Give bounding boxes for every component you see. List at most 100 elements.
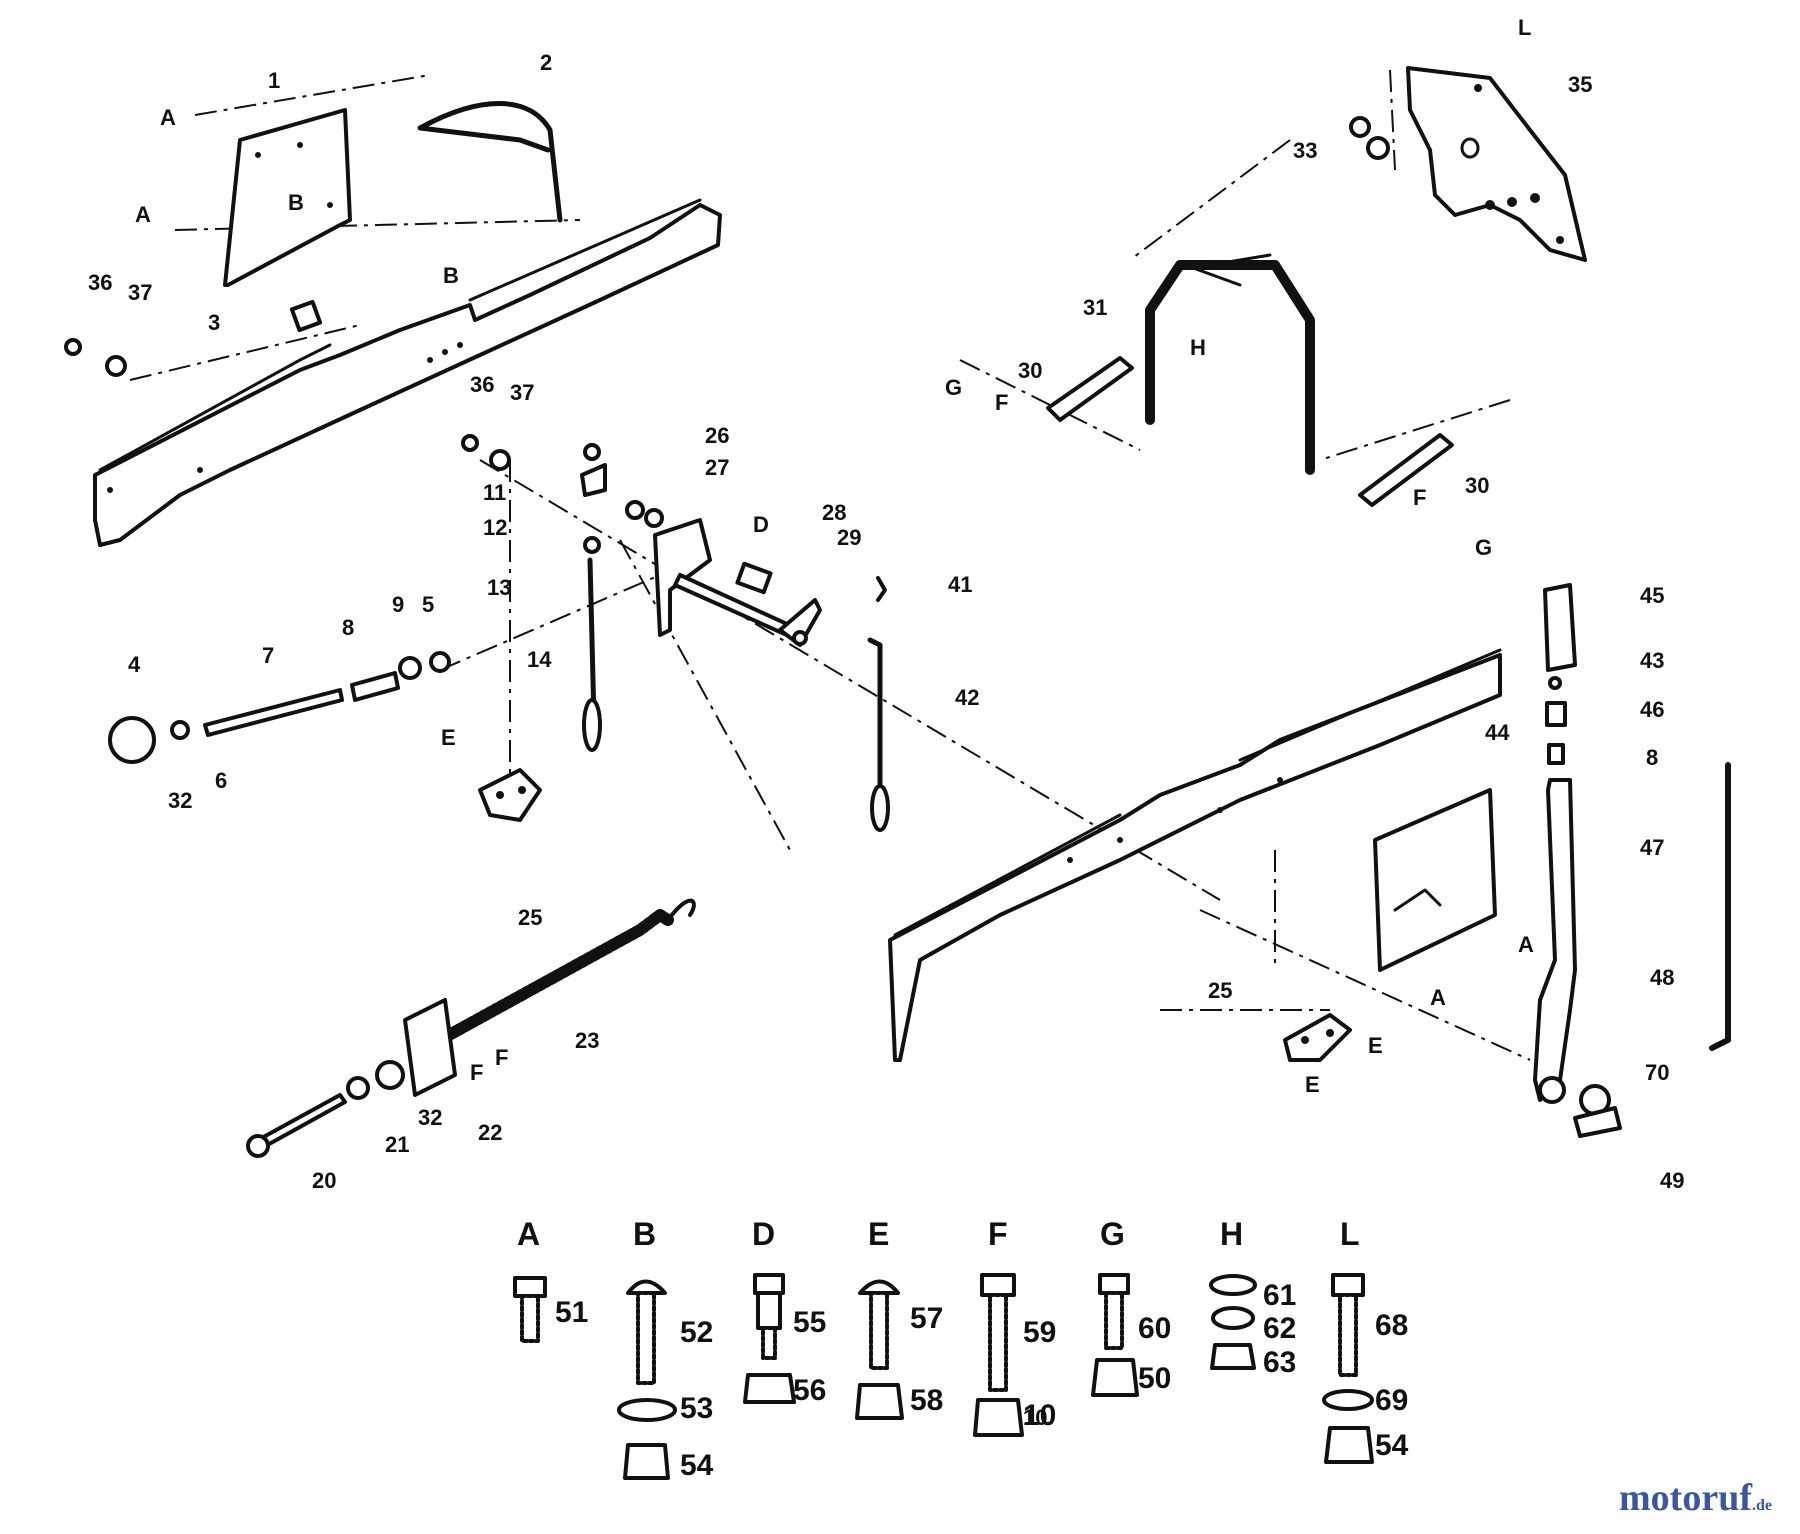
letter-e1: E [441,725,456,750]
washer-53-icon [617,1398,677,1422]
frame-rail-left [93,198,722,547]
shoulder-bolt-55-icon [753,1273,785,1360]
letter-a3: A [1518,932,1534,957]
letter-f3: F [495,1045,508,1070]
callout-37: 37 [128,280,152,305]
legend-letter-f: F [988,1216,1008,1252]
callout-6: 6 [215,768,227,793]
callout-11: 11 [483,480,506,505]
callout-36b: 36 [470,372,494,397]
callout-12: 12 [483,515,507,540]
callout-43: 43 [1640,648,1664,673]
callout-23: 23 [575,1028,599,1053]
legend-part-51: 51 [555,1296,588,1329]
part-47-lever [1533,778,1577,1104]
washer-69-icon [1322,1389,1374,1411]
bolt-68-icon [1331,1273,1365,1377]
part-29-arm [778,598,822,647]
callout-25: 25 [518,905,542,930]
callout-21: 21 [385,1132,409,1157]
legend-part-52: 52 [680,1316,713,1349]
bolt-60-icon [1098,1273,1130,1350]
letter-b2: B [443,263,459,288]
callout-10: 10 [1023,1405,1047,1430]
letter-g1: G [945,375,962,400]
part-30-bracket-left [1046,356,1134,422]
lever-bracket [653,518,802,642]
legend-part-69: 69 [1375,1384,1408,1417]
legend-part-60: 60 [1138,1312,1171,1345]
callout-28: 28 [822,500,846,525]
callout-25b: 25 [1208,978,1232,1003]
carriage-bolt-52-icon [626,1279,667,1385]
adjusting-rod-assembly [108,651,451,764]
callout-labels: 1 2 3 4 5 6 7 8 8 9 10 11 12 13 14 20 21… [88,15,1684,1430]
legend-letter-l: L [1340,1216,1360,1252]
legend-part-62: 62 [1263,1312,1296,1345]
callout-44: 44 [1485,720,1510,745]
parts-36-37-hardware [64,338,511,471]
nut-50-icon [1091,1358,1139,1397]
part-44-plate [1373,788,1497,972]
part-30-bracket-right [1358,433,1454,507]
callout-37b: 37 [510,380,534,405]
watermark-logo: motoruf.de [1619,1477,1772,1519]
letter-b1: B [288,190,304,215]
legend-part-53: 53 [680,1392,713,1425]
callout-3: 3 [208,310,220,335]
callout-36: 36 [88,270,112,295]
callout-70: 70 [1645,1060,1669,1085]
link-rod-14 [580,443,607,752]
tension-bolt-assembly [246,998,457,1158]
part-23-spring [434,898,696,1046]
parts-70-49-hardware [1573,1084,1622,1138]
callout-30b: 30 [1465,473,1489,498]
part-3-spacer [289,299,323,333]
legend-part-50: 50 [1138,1362,1171,1395]
legend-letter-h: H [1220,1216,1243,1252]
legend-part-54b: 54 [1375,1429,1409,1462]
callout-5: 5 [422,592,434,617]
nut-54-icon [623,1443,670,1480]
flange-nut-56-icon [743,1373,796,1404]
hardware-legend: A 51 B 52 53 54 D 55 56 [513,1216,1409,1482]
callout-29: 29 [837,525,861,550]
callout-9: 9 [392,592,404,617]
legend-part-56: 56 [793,1374,826,1407]
part-2-bracket [417,101,563,223]
letter-e2: E [1368,1033,1383,1058]
letter-f1: F [995,390,1008,415]
callout-27: 27 [705,455,729,480]
callout-13: 13 [487,575,511,600]
callout-8: 8 [342,615,354,640]
part-31-u-frame [1145,253,1315,475]
part-25-bracket-left [478,768,542,822]
callout-49: 49 [1660,1168,1684,1193]
letter-a4: A [1430,985,1446,1010]
callout-35: 35 [1568,72,1592,97]
callout-45: 45 [1640,583,1664,608]
letter-d: D [753,512,769,537]
legend-letter-d: D [752,1216,775,1252]
callout-32b: 32 [418,1105,442,1130]
legend-part-68: 68 [1375,1309,1408,1342]
callout-2: 2 [540,50,552,75]
washer-62-icon [1211,1306,1255,1330]
legend-part-54: 54 [680,1449,714,1482]
letter-a1: A [160,105,176,130]
lift-tube-stack [1543,583,1577,765]
bolt-59-icon [980,1273,1016,1392]
letter-h: H [1190,335,1206,360]
callout-26: 26 [705,423,729,448]
nut-63-icon [1210,1343,1256,1370]
legend-letter-g: G [1100,1216,1125,1252]
frame-rail-right [888,648,1502,1062]
callout-20: 20 [312,1168,336,1193]
legend-part-59: 59 [1023,1316,1056,1349]
callout-22: 22 [478,1120,502,1145]
part-28-pin [735,561,773,595]
letter-f2: F [1413,485,1426,510]
nut-54b-icon [1324,1426,1374,1464]
part-25-bracket-right [1283,1013,1352,1062]
callout-32: 32 [168,788,192,813]
